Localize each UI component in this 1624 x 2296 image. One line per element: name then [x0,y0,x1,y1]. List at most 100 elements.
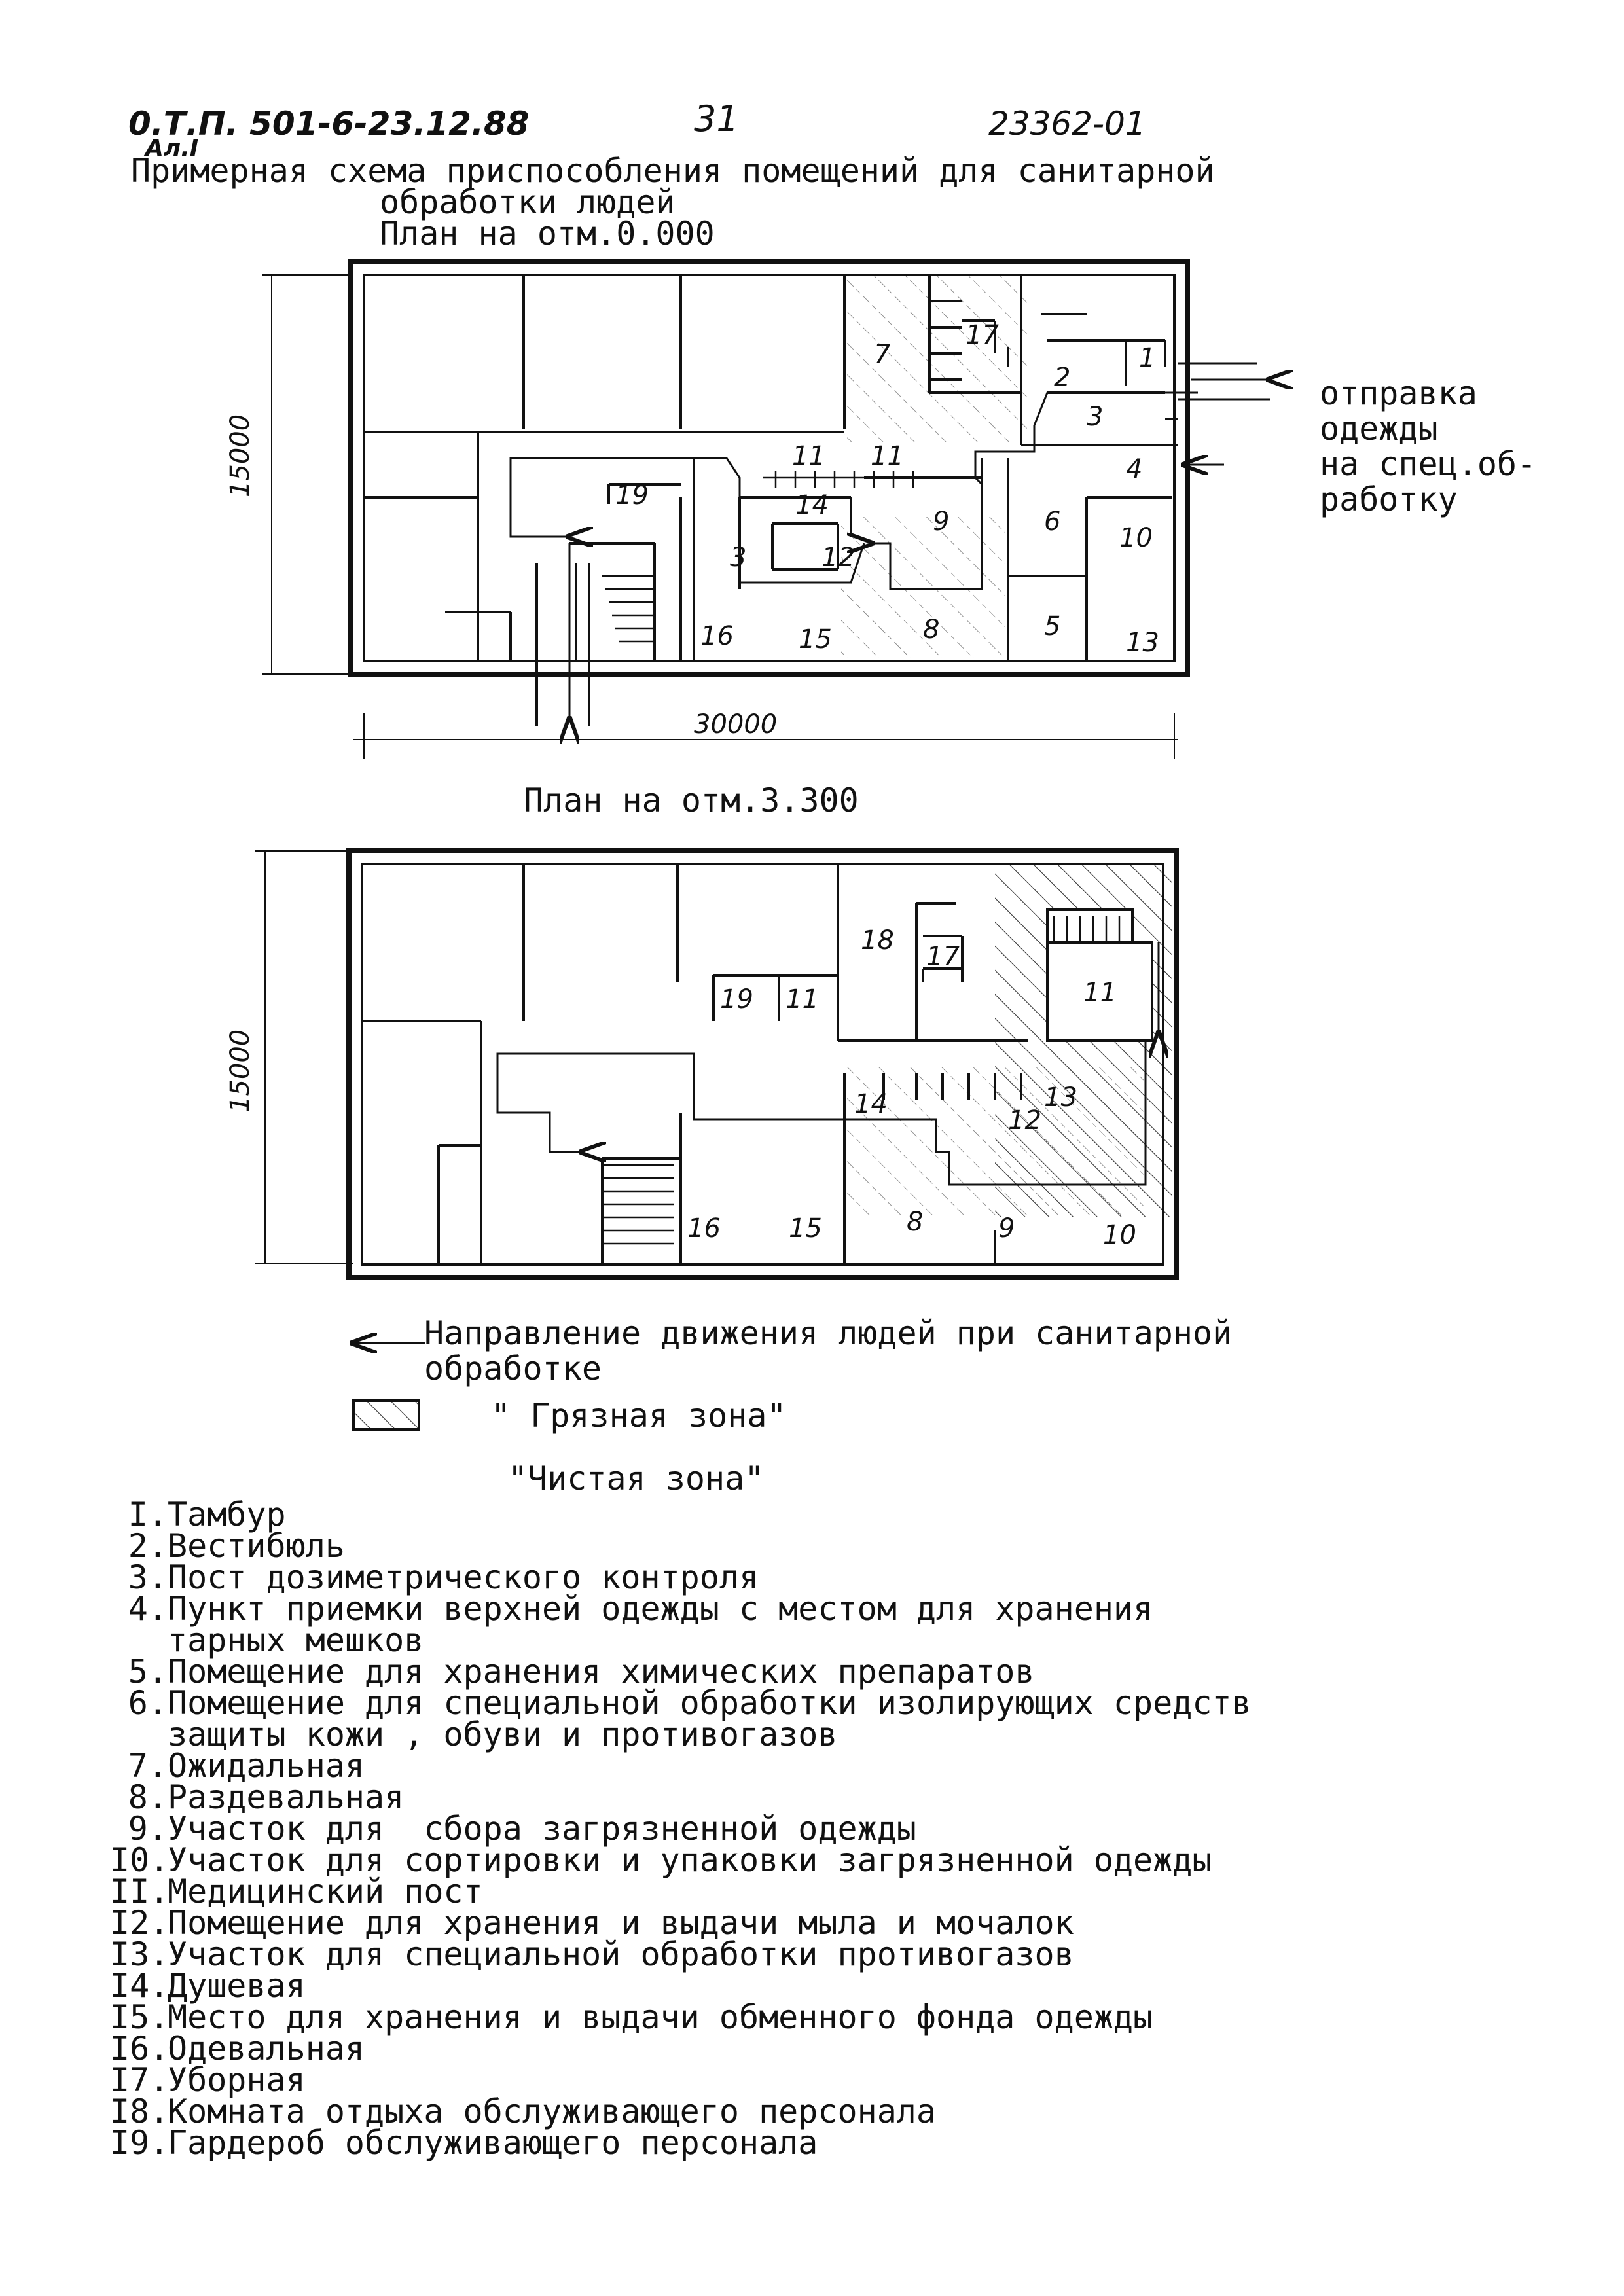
list-item-text: Пост дозиметрического контроля [168,1558,759,1596]
list-item-number: 6. [128,1684,168,1722]
list-item-number: II. [110,1873,170,1910]
title-line-1: Примерная схема приспособления помещений… [131,152,1215,190]
p2-room: 18 [861,925,894,956]
document-code: 0.Т.П. 501-6-23.12.88 [128,105,530,143]
list-item: I2.Помещение для хранения и выдачи мыла … [110,1907,1252,1939]
list-item: 8.Раздевальная [110,1778,1252,1816]
plan2-drawing [255,848,1179,1280]
p2-room: 14 [854,1089,888,1119]
note-line-3: на спец.об- [1320,445,1537,483]
list-item-text: Уборная [168,2061,306,2099]
list-item-number: I8. [110,2092,170,2130]
list-item: 6.Помещение для специальной обработки из… [110,1687,1252,1719]
p1-room: 13 [1126,628,1159,658]
list-item: II.Медицинский пост [110,1873,1252,1910]
p1-room: 7 [874,340,891,370]
list-item: I5.Место для хранения и выдачи обменного… [110,1998,1252,2036]
list-item-number: 5. [128,1653,168,1691]
sheet-reference: Ал.I [145,135,199,162]
list-item-number: I5. [110,1998,170,2036]
list-item-number: 4. [128,1590,168,1628]
legend-movement-text: Направление движения людей при санитарно… [424,1314,1233,1388]
p1-room: 11 [792,441,825,471]
list-item-text: Помещение для хранения и выдачи мыла и м… [168,1904,1074,1942]
list-item: I0.Участок для сортировки и упаковки заг… [110,1844,1252,1876]
list-item-text: Душевая [168,1967,306,2005]
p2-room: 9 [998,1213,1015,1244]
list-item-text: Одевальная [168,2030,365,2068]
floor-plans: 15000 30000 1 2 3 4 5 6 7 8 9 10 11 11 1… [225,259,1624,1431]
list-item-number: I3. [110,1935,170,1973]
list-item-text: Участок для сбора загрязненной одежды [168,1810,916,1848]
list-item-number: 2. [128,1527,168,1565]
p1-room: 2 [1054,363,1070,393]
plan1-dim-horizontal: 30000 [694,709,777,740]
p1-room: 5 [1044,611,1060,641]
list-item-text: Гардероб обслуживающего персонала [168,2124,818,2162]
p2-room: 19 [720,984,753,1014]
plan2-caption: План на отм.3.300 [524,781,859,819]
list-item: 2.Вестибюль [110,1530,1252,1562]
p1-room: 14 [795,490,829,520]
clothes-dispatch-note: отправка одежды на спец.об- работку [1320,376,1536,517]
p1-room: 11 [871,441,904,471]
p2-room: 10 [1103,1220,1136,1250]
p2-room: 11 [1083,978,1117,1008]
drawing-number: 23362-01 [988,105,1146,143]
list-item-number: 3. [128,1558,168,1596]
list-item-text: Раздевальная [168,1778,405,1816]
p1-room: 10 [1119,523,1153,553]
p2-room: 13 [1044,1083,1077,1113]
p1-room: 12 [821,543,855,573]
list-item-number: 8. [128,1778,168,1816]
list-item-continuation: тарных мешков [168,1621,424,1659]
list-item-continuation: защиты кожи , обуви и противогазов [168,1715,838,1753]
list-item-text: Вестибюль [168,1527,345,1565]
list-item-number: I7. [110,2061,170,2099]
list-item-text: Комната отдыха обслуживающего персонала [168,2092,936,2130]
list-item-text: Участок для сортировки и упаковки загряз… [168,1841,1212,1879]
p1-room: 17 [965,320,999,350]
note-line-4: работку [1320,480,1458,518]
list-item: 7.Ожидальная [110,1747,1252,1785]
list-item: 5.Помещение для хранения химических преп… [110,1653,1252,1691]
page-number: 31 [694,98,739,139]
p1-room: 3 [730,543,746,573]
plan2-dim-vertical: 15000 [225,1030,255,1113]
list-item-number: I9. [110,2124,170,2162]
list-item: I3.Участок для специальной обработки про… [110,1935,1252,1973]
p1-room: 19 [615,480,649,511]
list-item-number: I6. [110,2030,170,2068]
list-item: I4.Душевая [110,1967,1252,2005]
list-item-text: Помещение для хранения химических препар… [168,1653,1035,1691]
p2-room: 11 [785,984,819,1014]
plan1-caption: План на отм.0.000 [380,215,715,253]
list-item-text: Тамбур [168,1496,286,1534]
list-item-number: 9. [128,1810,168,1848]
p2-room: 12 [1008,1105,1041,1136]
list-item: I7.Уборная [110,2064,1252,2096]
list-item-number: I. [128,1496,168,1534]
p1-room: 3 [1087,402,1103,432]
list-item-text: Место для хранения и выдачи обменного фо… [168,1998,1153,2036]
title-line-2: обработки людей [380,183,676,221]
list-item-text: Ожидальная [168,1747,365,1785]
list-item: I8.Комната отдыха обслуживающего персона… [110,2092,1252,2130]
legend-symbols [353,1343,425,1431]
p1-room: 9 [933,507,949,537]
list-item-text: Пункт приемки верхней одежды с местом дл… [168,1590,1153,1628]
p2-room: 16 [687,1213,721,1244]
p1-room: 16 [700,621,734,651]
list-item-text: Медицинский пост [168,1873,483,1910]
list-item-number: I4. [110,1967,170,2005]
p1-room: 4 [1126,454,1142,484]
list-item: 3.Пост дозиметрического контроля [110,1558,1252,1596]
p2-room: 15 [789,1213,822,1244]
list-item-text: Помещение для специальной обработки изол… [168,1684,1252,1722]
note-line-2: одежды [1320,410,1438,448]
list-item: 4.Пункт приемки верхней одежды с местом … [110,1590,1252,1628]
note-line-1: отправка [1320,374,1477,412]
list-item-text: Участок для специальной обработки против… [168,1935,1074,1973]
list-item: I6.Одевальная [110,2030,1252,2068]
